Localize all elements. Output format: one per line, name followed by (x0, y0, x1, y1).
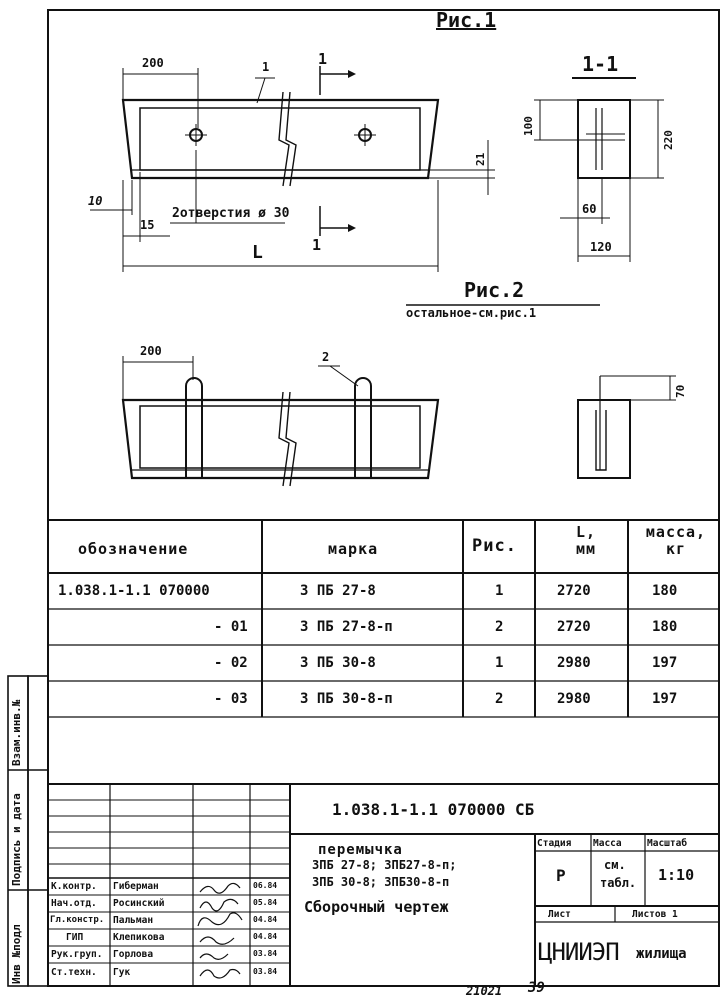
footer-number: 21021 (466, 984, 503, 998)
row-length: 2980 (557, 655, 591, 671)
dim-L: L (252, 242, 263, 263)
scale-header: Масштаб (647, 838, 688, 849)
row-mark: 3 ПБ 30-8-п (300, 691, 393, 707)
row-mass: 197 (652, 691, 678, 707)
row-mass: 180 (652, 619, 678, 635)
org-sub: жилища (636, 946, 687, 962)
staff-role: Гл.констр. (50, 915, 105, 925)
row-fig: 2 (495, 691, 504, 707)
mass-value-2: табл. (600, 876, 637, 890)
fig2-front-view (121, 377, 440, 487)
row-designation: - 02 (214, 655, 248, 671)
footer-page: 39 (528, 980, 545, 996)
staff-role: ГИП (66, 932, 84, 943)
sheets-label: Листов 1 (632, 909, 678, 920)
item-name-line2: 3ПБ 27-8; 3ПБ27-8-п; (312, 858, 457, 872)
col-header-length: L, мм (575, 523, 597, 558)
row-mark: 3 ПБ 27-8 (300, 583, 376, 599)
row-designation: 1.038.1-1.1 070000 (58, 583, 210, 599)
row-fig: 1 (495, 583, 504, 599)
fig2-section-view (577, 375, 676, 479)
dim-220: 220 (662, 130, 675, 150)
staff-date: 03.84 (253, 949, 278, 958)
staff-role: Нач.отд. (51, 898, 97, 909)
signature-scribbles (197, 882, 243, 979)
section-dimension-lines (534, 99, 664, 262)
staff-date: 06.84 (253, 881, 278, 890)
item-name-line1: перемычка (318, 842, 403, 858)
fig1-front-view (121, 91, 440, 187)
row-fig: 1 (495, 655, 504, 671)
dim-10: 10 (88, 194, 103, 208)
side-stamp-inv-no: Инв №подл (10, 924, 23, 984)
title-block-lines (48, 783, 719, 986)
section-1-1-view (577, 99, 631, 179)
side-stamp-replace-inv: Взам.инв.№ (10, 699, 23, 766)
dim-100: 100 (522, 116, 535, 136)
row-length: 2720 (557, 583, 591, 599)
staff-role: Рук.груп. (51, 949, 103, 960)
dim-120: 120 (590, 240, 612, 254)
staff-role: Ст.техн. (51, 967, 97, 978)
sheet-frame (47, 9, 720, 987)
row-length: 2980 (557, 691, 591, 707)
cut-mark-top: 1 (318, 50, 328, 68)
staff-name: Гук (113, 967, 131, 978)
dim-15: 15 (140, 218, 155, 232)
ref-label-2: 2 (322, 350, 330, 364)
fig2-dim-200: 200 (140, 344, 162, 358)
side-stamp-signature-date: Подпись и дата (10, 793, 23, 886)
fig2-subtitle: остальное-см.рис.1 (406, 306, 537, 320)
stage-value: Р (556, 866, 566, 885)
staff-role: К.контр. (51, 881, 97, 892)
fig2-dimension-lines (122, 356, 359, 400)
col-header-mass: масса, кг (645, 523, 707, 558)
dim-21: 21 (474, 152, 487, 166)
col-header-fig: Рис. (472, 536, 517, 556)
stage-header: Стадия (537, 838, 572, 849)
staff-name: Пальман (113, 915, 154, 926)
staff-name: Горлова (113, 949, 154, 960)
row-designation: - 01 (214, 619, 248, 635)
org-main: ЦНИИЭП (538, 938, 620, 966)
sheet-label: Лист (548, 909, 571, 920)
col-header-mark: марка (328, 540, 379, 558)
mass-header: Масса (593, 838, 622, 849)
row-length: 2720 (557, 619, 591, 635)
spec-table-lines (48, 519, 719, 718)
staff-name: Росинский (113, 898, 165, 909)
dim-200: 200 (142, 56, 164, 70)
staff-date: 05.84 (253, 898, 278, 907)
ref-label-1: 1 (262, 60, 270, 74)
staff-name: Клепикова (113, 932, 165, 943)
cut-mark-bottom: 1 (312, 236, 322, 254)
staff-name: Гиберман (113, 881, 159, 892)
item-name-line4: Сборочный чертеж (304, 898, 449, 916)
row-designation: - 03 (214, 691, 248, 707)
fig1-dimension-lines (90, 66, 495, 272)
row-mass: 180 (652, 583, 678, 599)
dim-60: 60 (582, 202, 597, 216)
mass-value-1: см. (604, 858, 626, 872)
row-mark: 3 ПБ 27-8-п (300, 619, 393, 635)
row-fig: 2 (495, 619, 504, 635)
fig2-dim-70: 70 (674, 384, 687, 398)
item-name-line3: 3ПБ 30-8; 3ПБ30-8-п (312, 875, 450, 889)
fig1-title: Рис.1 (436, 8, 497, 32)
staff-date: 04.84 (253, 932, 278, 941)
scale-value: 1:10 (658, 866, 695, 884)
staff-date: 03.84 (253, 967, 278, 976)
col-header-designation: обозначение (78, 540, 189, 558)
section-1-1-title: 1-1 (582, 52, 619, 76)
fig2-title: Рис.2 (464, 278, 525, 302)
holes-label: 2отверстия ø 30 (172, 206, 290, 221)
doc-code: 1.038.1-1.1 070000 СБ (332, 800, 535, 819)
row-mark: 3 ПБ 30-8 (300, 655, 376, 671)
row-mass: 197 (652, 655, 678, 671)
staff-date: 04.84 (253, 915, 278, 924)
side-stamp-lines (7, 675, 49, 987)
